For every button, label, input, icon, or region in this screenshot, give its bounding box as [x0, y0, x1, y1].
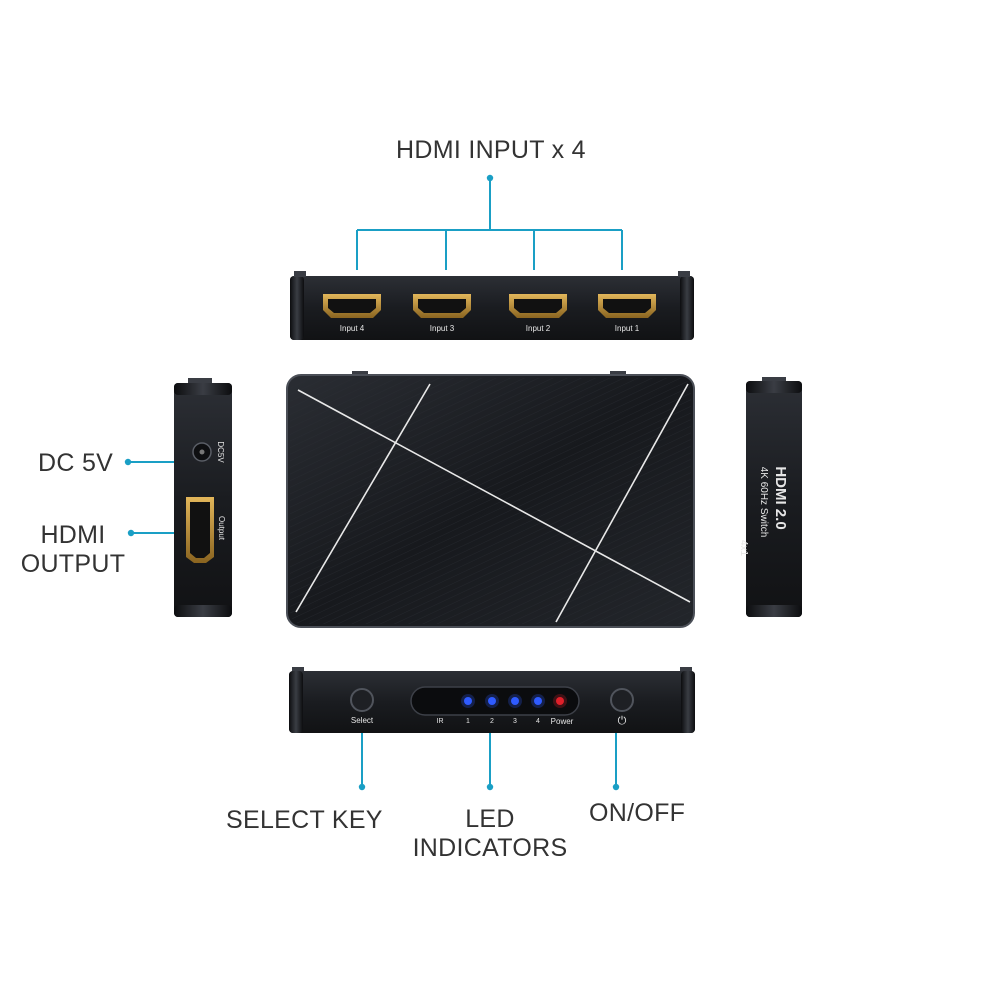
port-label-input-3: Input 3 — [429, 324, 455, 333]
hdmi-input-callout: HDMI INPUT x 4 — [396, 136, 586, 164]
power-icon: ⏻ — [617, 714, 627, 727]
front-panel — [289, 667, 695, 733]
hdmi-brand-label: HDMI 2.0 — [772, 466, 789, 530]
led-4 — [534, 697, 542, 705]
led-label-power: Power — [550, 717, 574, 726]
led-label-ir: IR — [436, 718, 444, 725]
hdmi-port-input-3 — [413, 294, 471, 318]
led-label-3: 3 — [513, 718, 517, 725]
led-3 — [511, 697, 519, 705]
led-1 — [464, 697, 472, 705]
left-side-panel — [174, 378, 232, 617]
hdmi-output-port — [186, 497, 214, 563]
dc5v-label: DC5V — [216, 441, 225, 463]
led-label-4: 4 — [536, 718, 540, 725]
port-label-input-4: Input 4 — [339, 324, 365, 333]
led-power — [556, 697, 564, 705]
top-face-lines — [295, 383, 691, 623]
hdmi-input-callout-lines — [356, 174, 623, 270]
led-label-1: 1 — [466, 718, 470, 725]
output-label: Output — [217, 515, 226, 540]
dc-callout-line — [124, 458, 174, 466]
port-label-input-1: Input 1 — [614, 324, 640, 333]
power-button[interactable] — [610, 688, 634, 712]
right-side-panel — [746, 377, 802, 617]
hdmi-port-input-2 — [509, 294, 567, 318]
hdmi-output-callout-line1: HDMI — [40, 521, 106, 549]
model-label-line1: 4K 60Hz Switch — [758, 466, 769, 538]
led-callout-line2: INDICATORS — [412, 834, 568, 862]
output-callout-line — [127, 529, 174, 537]
led-label-2: 2 — [490, 718, 494, 725]
port-label-input-2: Input 2 — [525, 324, 551, 333]
select-key-label: Select — [350, 716, 374, 725]
dc-5v-callout: DC 5V — [38, 449, 114, 477]
led-indicators-callout: LED INDICATORS — [400, 805, 580, 863]
on-off-callout: ON/OFF — [589, 799, 686, 827]
hdmi-port-input-1 — [598, 294, 656, 318]
led-2 — [488, 697, 496, 705]
hdmi-port-input-4 — [323, 294, 381, 318]
device-top-face — [286, 371, 695, 628]
led-callout-line1: LED — [465, 805, 515, 833]
model-label-line2: 4x1 — [738, 539, 749, 557]
hdmi-output-callout-line2: OUTPUT — [20, 550, 126, 578]
back-panel — [290, 271, 694, 340]
bottom-callout-lines — [358, 733, 620, 791]
select-key-button[interactable] — [350, 688, 374, 712]
hdmi-output-callout: HDMI OUTPUT — [18, 521, 128, 579]
select-key-callout: SELECT KEY — [226, 806, 383, 834]
